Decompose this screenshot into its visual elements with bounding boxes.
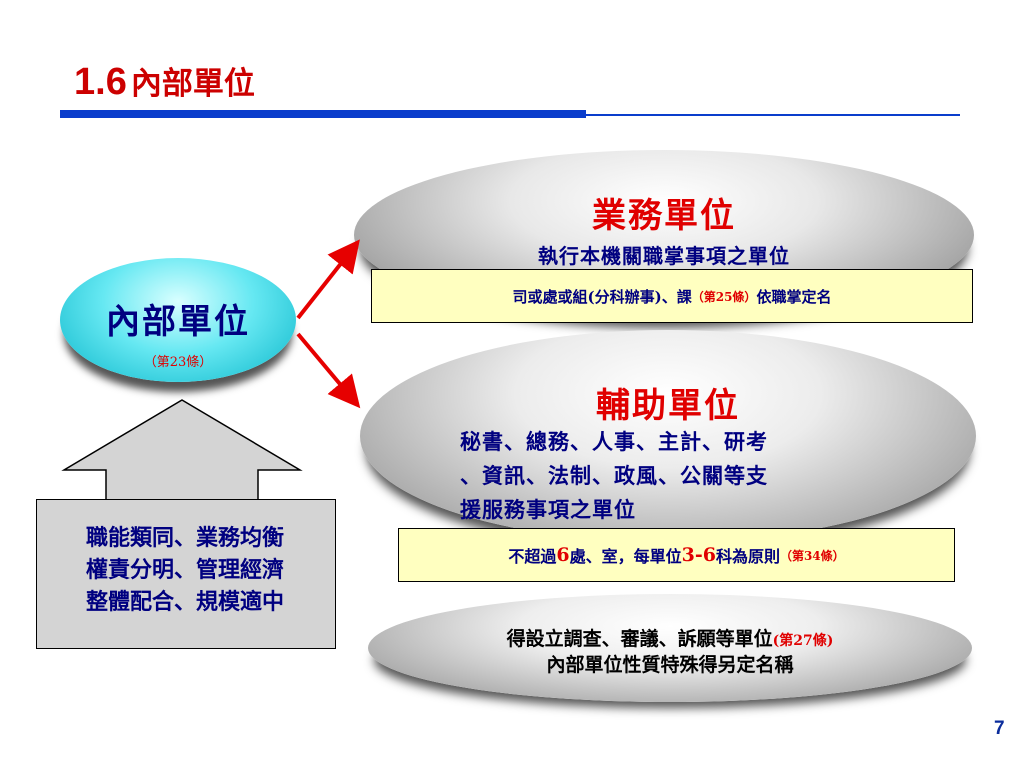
internal-unit-article: （第23條） (143, 355, 213, 370)
support-desc-line: 、資訊、法制、政風、公關等支 (460, 463, 768, 488)
support-unit-desc: 秘書、總務、人事、主計、研考 、資訊、法制、政風、公關等支 援服務事項之單位 (460, 425, 880, 527)
title-number: 1.6 (74, 61, 127, 103)
special-unit-line1: 得設立調查、審議、訴願等單位(第27條) (368, 624, 972, 651)
principle-line: 整體配合、規模適中 (85, 589, 284, 615)
principle-line: 職能類同、業務均衡 (85, 525, 284, 551)
internal-unit-ellipse (60, 258, 296, 382)
title-underline-thick (60, 110, 586, 118)
support-note-article: （第34條） (779, 548, 845, 563)
business-unit-note: 司或處或組(分科辦事)、課 （第25條） 依職掌定名 (371, 269, 973, 323)
special-unit-ellipse (368, 594, 972, 702)
support-note-b: 處、室，每單位 (569, 547, 682, 566)
principles-box (36, 499, 336, 649)
special-line1-article: (第27條) (772, 633, 834, 649)
arrow-to-support-unit (296, 332, 361, 409)
business-note-article: （第25條） (691, 289, 757, 304)
business-unit-title: 業務單位 (592, 196, 736, 236)
internal-unit-label: 內部單位 (106, 302, 250, 342)
arrow-to-business-unit (296, 239, 360, 320)
support-desc-line: 援服務事項之單位 (460, 497, 636, 522)
support-unit-title: 輔助單位 (596, 386, 740, 426)
support-unit-note: 不超過 6 處、室，每單位 3-6 科為原則 （第34條） (398, 528, 955, 582)
title-underline-thin (586, 114, 960, 116)
principle-line: 權責分明、管理經濟 (85, 557, 284, 583)
support-note-a: 不超過 (508, 547, 557, 566)
up-arrow-shape (61, 399, 303, 501)
page-number: 7 (994, 718, 1005, 739)
slide-title: 1.6 內部單位 (74, 58, 255, 108)
title-text: 內部單位 (130, 66, 255, 102)
principles-text: 職能類同、業務均衡 權責分明、管理經濟 整體配合、規模適中 (36, 522, 334, 618)
business-note-post: 依職掌定名 (756, 287, 832, 306)
business-unit-desc: 執行本機關職掌事項之單位 (538, 244, 790, 268)
support-unit-ellipse (360, 330, 976, 542)
special-unit-line2: 內部單位性質特殊得另定名稱 (546, 654, 794, 676)
support-note-n1: 6 (556, 544, 570, 566)
support-note-n2: 3-6 (681, 544, 716, 566)
special-line1-text: 得設立調查、審議、訴願等單位 (506, 628, 773, 650)
support-note-c: 科為原則 (715, 547, 780, 566)
support-desc-line: 秘書、總務、人事、主計、研考 (460, 429, 768, 454)
business-note-pre: 司或處或組(分科辦事)、課 (512, 287, 692, 306)
